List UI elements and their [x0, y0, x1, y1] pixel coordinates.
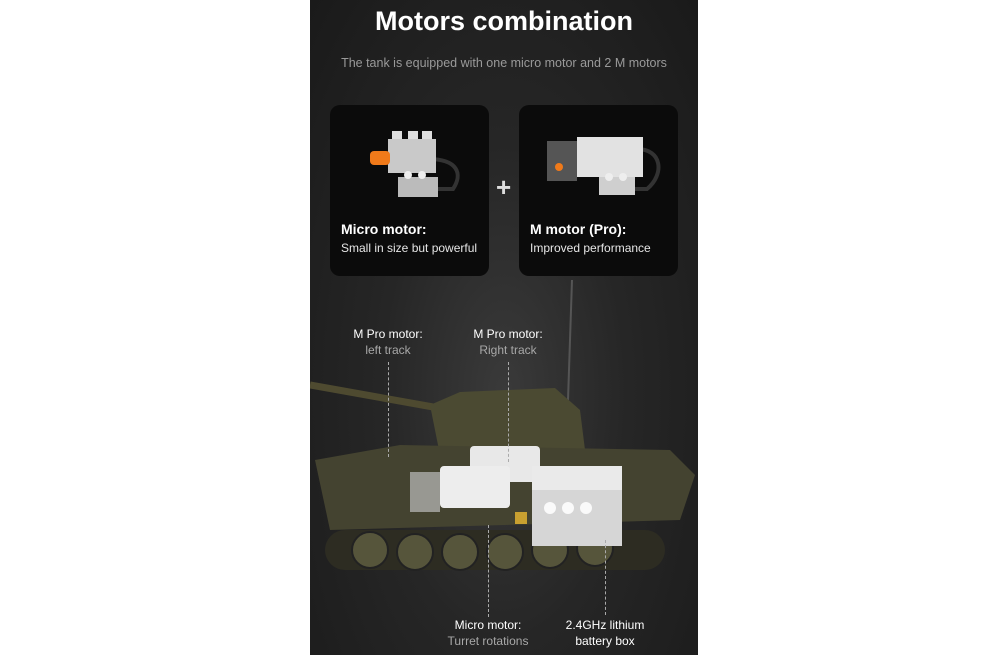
battery-pointer — [605, 540, 606, 615]
left-track-pointer — [388, 362, 389, 457]
card-desc: Small in size but powerful — [341, 241, 478, 255]
subtitle: The tank is equipped with one micro moto… — [341, 56, 667, 70]
callout-label: 2.4GHz lithium — [565, 618, 645, 632]
callout-label: M Pro motor: — [473, 327, 543, 341]
tank-image — [310, 280, 695, 571]
page-title: Motors combination — [375, 6, 633, 36]
callout-right-track: M Pro motor: Right track — [438, 326, 578, 358]
callout-detail: Turret rotations — [447, 634, 529, 648]
card-name: Micro motor: — [341, 221, 427, 237]
m-motor-card: M motor (Pro): Improved performance — [519, 105, 678, 276]
card-name: M motor (Pro): — [530, 221, 627, 237]
callout-label: Micro motor: — [454, 618, 522, 632]
product-panel: Motors combination The tank is equipped … — [310, 0, 698, 655]
callout-turret: Micro motor: Turret rotations — [418, 617, 558, 649]
callout-detail: Right track — [479, 343, 537, 357]
callout-battery: 2.4GHz lithium battery box — [535, 617, 675, 649]
callout-detail: left track — [365, 343, 411, 357]
micro-motor-card: Micro motor: Small in size but powerful — [330, 105, 489, 276]
m-motor-image — [547, 137, 661, 195]
plus-icon: + — [496, 172, 512, 202]
micro-motor-image — [370, 131, 460, 197]
right-track-pointer — [508, 362, 509, 462]
callout-left-track: M Pro motor: left track — [318, 326, 458, 358]
callout-label: M Pro motor: — [353, 327, 423, 341]
callout-detail: battery box — [575, 634, 635, 648]
turret-pointer — [488, 525, 489, 617]
card-desc: Improved performance — [530, 241, 651, 255]
